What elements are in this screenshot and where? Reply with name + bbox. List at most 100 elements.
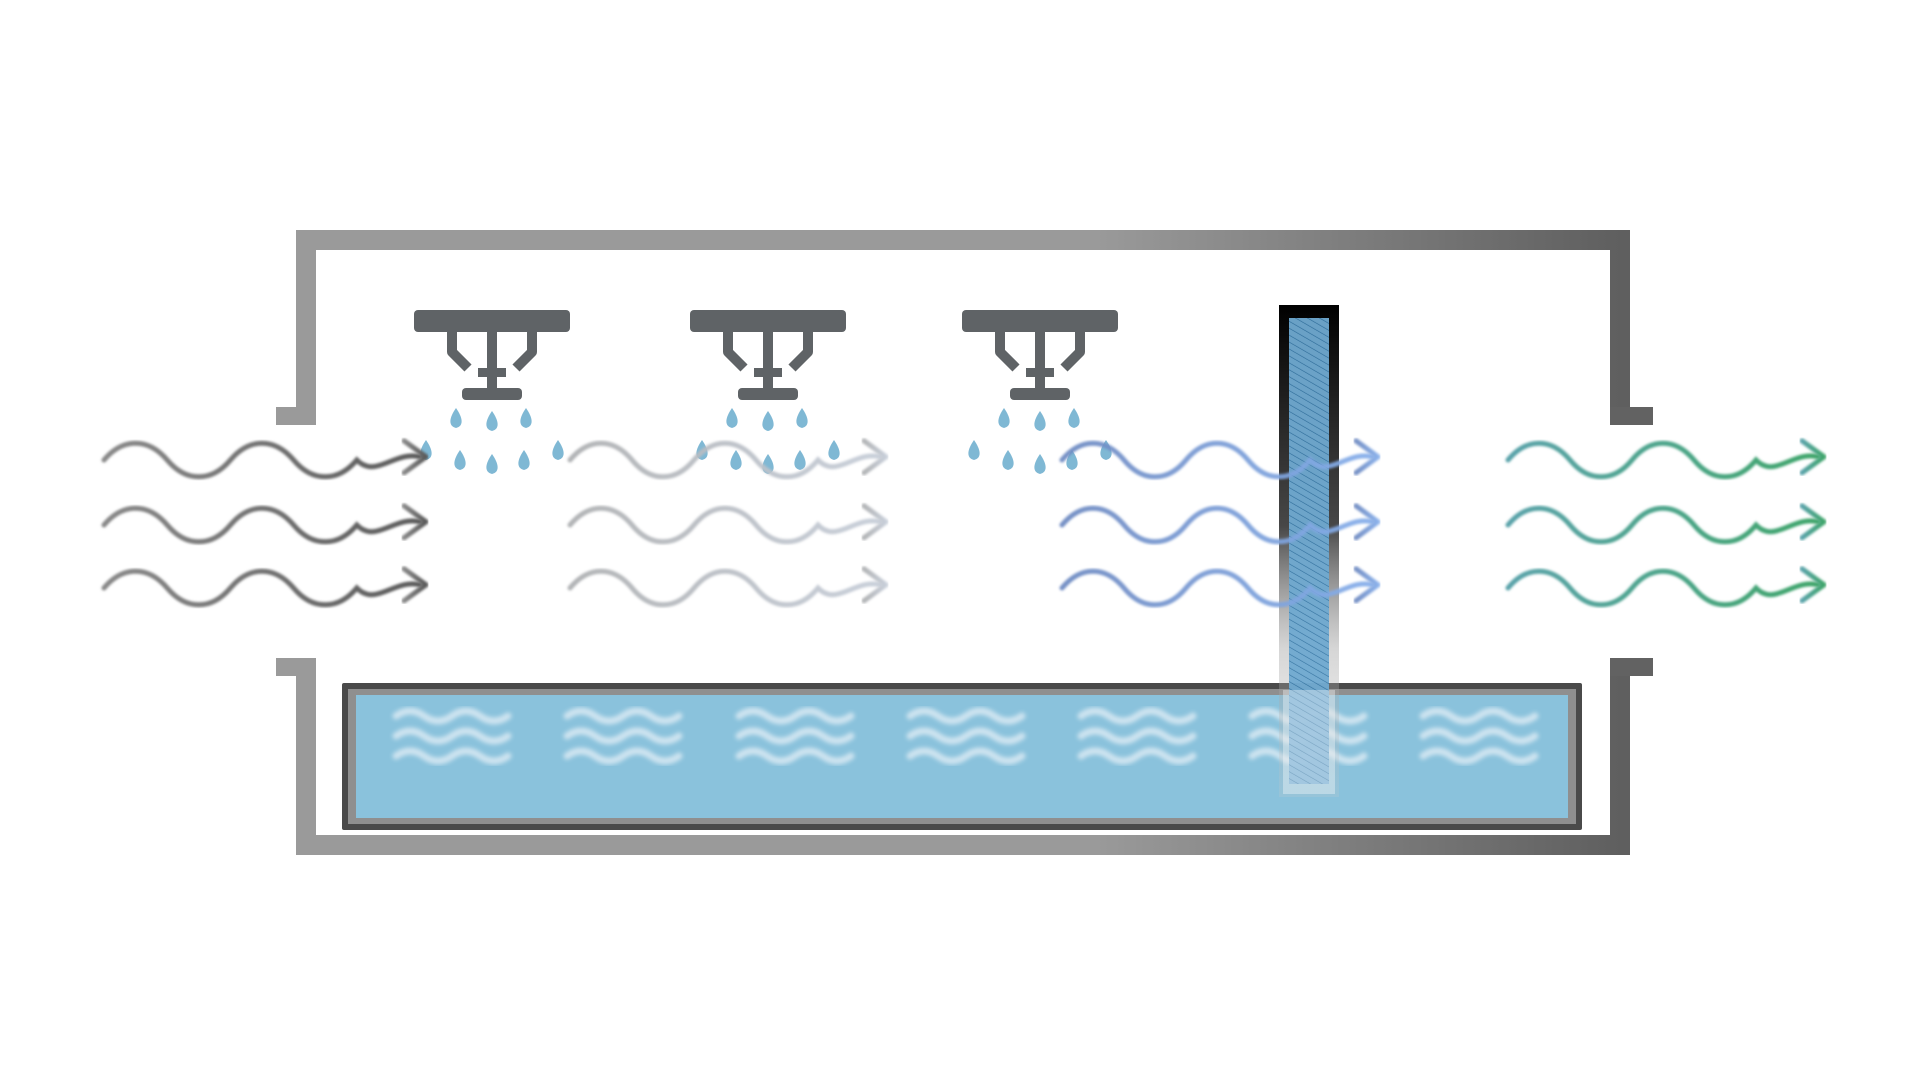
- wave-line: [735, 727, 855, 745]
- nozzle-mount: [690, 310, 846, 332]
- water-droplet: [1034, 411, 1046, 431]
- water-waves-icon: [563, 707, 683, 765]
- water-droplet: [730, 450, 742, 470]
- nozzle-stem: [1035, 332, 1045, 394]
- arrow-shaft: [567, 505, 883, 545]
- wave-line: [735, 747, 855, 765]
- arrow-head: [861, 503, 889, 541]
- wavy-arrow-icon: [1059, 503, 1381, 545]
- wavy-arrow-icon: [567, 503, 889, 545]
- arrow-shaft: [1505, 505, 1821, 545]
- nozzle-head: [1010, 388, 1070, 400]
- wave-line: [906, 747, 1026, 765]
- wave-line: [1419, 727, 1539, 745]
- nozzle-arm-right: [1060, 332, 1085, 372]
- wave-line: [1077, 707, 1197, 725]
- arrow-shaft: [101, 505, 423, 545]
- water-droplet: [454, 450, 466, 470]
- water-droplet: [518, 450, 530, 470]
- wavy-arrow-icon: [567, 566, 889, 608]
- arrow-shaft: [1059, 440, 1375, 480]
- wave-line: [1077, 727, 1197, 745]
- water-droplet: [1034, 454, 1046, 474]
- water-waves-icon: [906, 707, 1026, 765]
- arrow-head: [401, 566, 429, 604]
- water-droplet: [486, 411, 498, 431]
- arrow-head: [861, 566, 889, 604]
- water-basin: [342, 683, 1582, 830]
- water-waves-icon: [1419, 707, 1539, 765]
- wave-line: [906, 707, 1026, 725]
- water-droplet: [1068, 408, 1080, 428]
- water-droplet: [1002, 450, 1014, 470]
- nozzle-head: [462, 388, 522, 400]
- nozzle-arm-left: [723, 332, 748, 372]
- filter-mesh: [1289, 318, 1329, 784]
- water-droplet: [520, 408, 532, 428]
- arrow-shaft: [1505, 568, 1821, 608]
- airflow-after-spray: [567, 438, 889, 608]
- wave-line: [392, 747, 512, 765]
- water-droplet: [762, 411, 774, 431]
- wavy-arrow-icon: [101, 566, 429, 608]
- wave-line: [1419, 707, 1539, 725]
- nozzle-collar: [478, 368, 506, 377]
- arrow-head: [1799, 438, 1827, 476]
- sprinkler-icon: [962, 310, 1118, 474]
- water-droplet: [998, 408, 1010, 428]
- wavy-arrow-icon: [567, 438, 889, 480]
- airflow-incoming: [101, 438, 429, 608]
- arrow-shaft: [1505, 440, 1821, 480]
- wave-line: [1077, 747, 1197, 765]
- spray-nozzles: [414, 310, 1118, 474]
- arrow-head: [1353, 566, 1381, 604]
- arrow-head: [1799, 566, 1827, 604]
- arrow-shaft: [1059, 505, 1375, 545]
- water-droplet: [796, 408, 808, 428]
- wavy-arrow-icon: [101, 438, 429, 480]
- wavy-arrow-icon: [1505, 566, 1827, 608]
- wave-line: [392, 727, 512, 745]
- water-droplet: [794, 450, 806, 470]
- water-waves-icon: [392, 707, 512, 765]
- nozzle-arm-right: [788, 332, 813, 372]
- nozzle-collar: [1026, 368, 1054, 377]
- housing-bottom-outer: [296, 661, 1630, 855]
- wave-line: [563, 727, 683, 745]
- nozzle-mount: [414, 310, 570, 332]
- wavy-arrow-icon: [1059, 566, 1381, 608]
- arrow-head: [401, 438, 429, 476]
- arrow-head: [1353, 438, 1381, 476]
- nozzle-head: [738, 388, 798, 400]
- water-droplet: [968, 440, 980, 460]
- water-droplet: [552, 440, 564, 460]
- nozzle-arm-left: [447, 332, 472, 372]
- wave-line: [906, 727, 1026, 745]
- airflow-outgoing: [1505, 438, 1827, 608]
- wave-line: [392, 707, 512, 725]
- filter-mesh-panel: [1279, 305, 1339, 797]
- arrow-head: [1799, 503, 1827, 541]
- water-droplet: [726, 408, 738, 428]
- arrow-head: [401, 503, 429, 541]
- wave-line: [1419, 747, 1539, 765]
- nozzle-arm-left: [995, 332, 1020, 372]
- nozzle-mount: [962, 310, 1118, 332]
- nozzle-arm-right: [512, 332, 537, 372]
- arrow-shaft: [101, 568, 423, 608]
- wavy-arrow-icon: [1505, 438, 1827, 480]
- arrow-head: [861, 438, 889, 476]
- air-duct-housing: [276, 230, 1653, 855]
- water-droplet: [828, 440, 840, 460]
- arrow-shaft: [567, 568, 883, 608]
- arrow-head: [1353, 503, 1381, 541]
- airflow-humidified: [1059, 438, 1381, 608]
- filter-submerged-glow: [1283, 690, 1335, 794]
- wavy-arrow-icon: [1059, 438, 1381, 480]
- water-waves-icon: [735, 707, 855, 765]
- housing-top-outer: [296, 230, 1630, 423]
- water-waves: [392, 707, 1539, 765]
- nozzle-stem: [763, 332, 773, 394]
